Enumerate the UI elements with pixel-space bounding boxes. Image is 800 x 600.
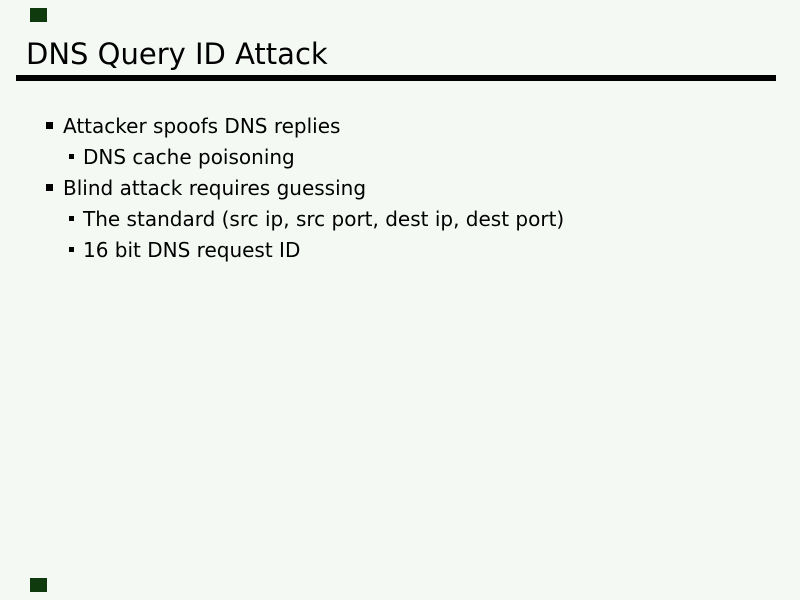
- title-underline-rule: [16, 75, 776, 81]
- bullet-text: The standard (src ip, src port, dest ip,…: [83, 206, 565, 231]
- slide-title: DNS Query ID Attack: [26, 37, 328, 71]
- bullet-item: DNS cache poisoning: [0, 141, 564, 172]
- bullet-text: DNS cache poisoning: [83, 144, 295, 169]
- square-bullet-icon: [69, 154, 74, 159]
- bullet-text: Attacker spoofs DNS replies: [63, 113, 341, 138]
- square-bullet-icon: [46, 122, 53, 129]
- bullet-item: Blind attack requires guessing: [0, 172, 564, 203]
- bullet-list: Attacker spoofs DNS replies DNS cache po…: [0, 110, 564, 265]
- bullet-item: 16 bit DNS request ID: [0, 234, 564, 265]
- bullet-text: Blind attack requires guessing: [63, 175, 367, 200]
- square-bullet-icon: [69, 216, 74, 221]
- slide-nav-top-square-icon[interactable]: [30, 8, 47, 22]
- bullet-item: The standard (src ip, src port, dest ip,…: [0, 203, 564, 234]
- bullet-item: Attacker spoofs DNS replies: [0, 110, 564, 141]
- square-bullet-icon: [46, 184, 53, 191]
- square-bullet-icon: [69, 247, 74, 252]
- bullet-text: 16 bit DNS request ID: [83, 237, 301, 262]
- slide-nav-bottom-square-icon[interactable]: [30, 578, 47, 592]
